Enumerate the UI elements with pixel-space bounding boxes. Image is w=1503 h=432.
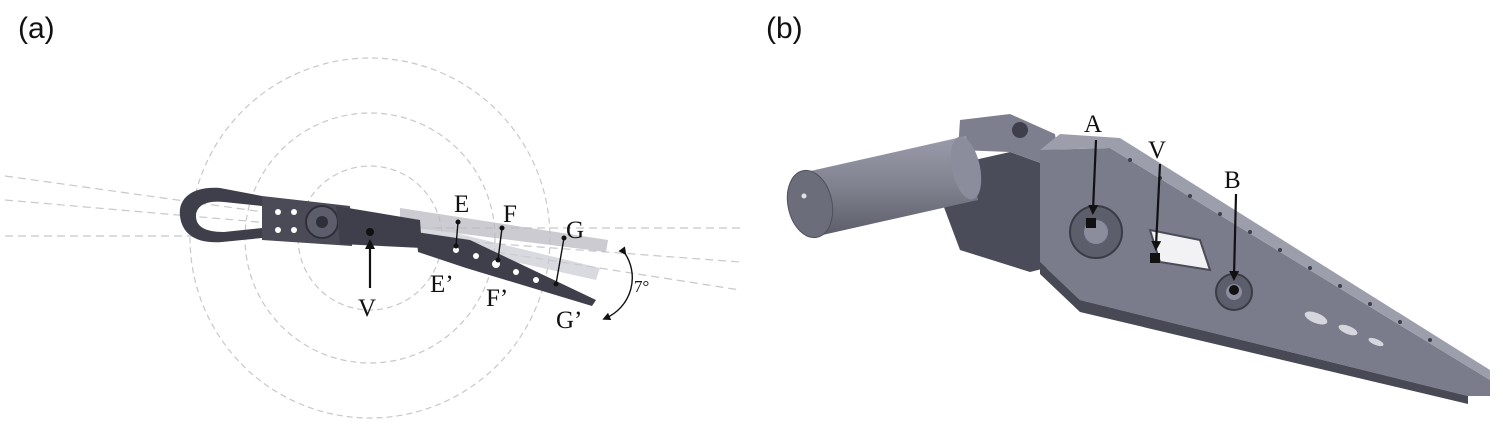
- arrow-b: [1229, 193, 1240, 281]
- marker-dots: [453, 219, 567, 287]
- finger-frame: [1040, 148, 1490, 396]
- label-e-prime: E’: [430, 271, 454, 298]
- label-v-a: V: [358, 295, 376, 322]
- label-g: G: [566, 217, 584, 244]
- angle-label: 7°: [634, 277, 649, 296]
- middle-link: [336, 206, 422, 248]
- point-a-marker: [1086, 218, 1096, 228]
- label-b: B: [1224, 167, 1241, 194]
- label-g-prime: G’: [556, 307, 582, 334]
- label-a: A: [1084, 111, 1102, 138]
- ghost-segments: [400, 208, 608, 280]
- marker-g: [555, 237, 565, 285]
- window-v: [1148, 228, 1212, 272]
- label-f: F: [503, 201, 517, 228]
- label-e: E: [454, 191, 469, 218]
- panel-b-label: (b): [766, 12, 803, 45]
- angle-arc: [602, 246, 633, 321]
- arrow-v: [1151, 163, 1162, 251]
- marker-f: [497, 227, 503, 261]
- pivot-v-a: [366, 228, 374, 236]
- point-v-b-marker: [1150, 253, 1160, 263]
- arrow-a: [1088, 139, 1099, 215]
- panel-a: (a): [4, 12, 741, 419]
- pin-holes: [1128, 158, 1432, 342]
- label-v-b: V: [1148, 137, 1166, 164]
- distal-slots: [1304, 311, 1384, 347]
- motor-cylinder: [786, 136, 982, 239]
- finger-body: [179, 187, 596, 306]
- housing-hole: [1012, 122, 1028, 138]
- finger-frame-side: [1040, 262, 1468, 404]
- ghost-segment-lower: [408, 222, 600, 280]
- panel-b: (b): [766, 12, 1490, 404]
- point-b-marker: [1229, 285, 1239, 295]
- housing-top: [958, 114, 1060, 170]
- panel-a-label: (a): [18, 12, 55, 45]
- displacement-markers: [455, 221, 565, 285]
- marker-e: [455, 221, 459, 247]
- distal-segment: [416, 232, 596, 306]
- ghost-segment-upper: [400, 208, 608, 252]
- label-f-prime: F’: [486, 285, 508, 312]
- finger-loop: [179, 187, 262, 243]
